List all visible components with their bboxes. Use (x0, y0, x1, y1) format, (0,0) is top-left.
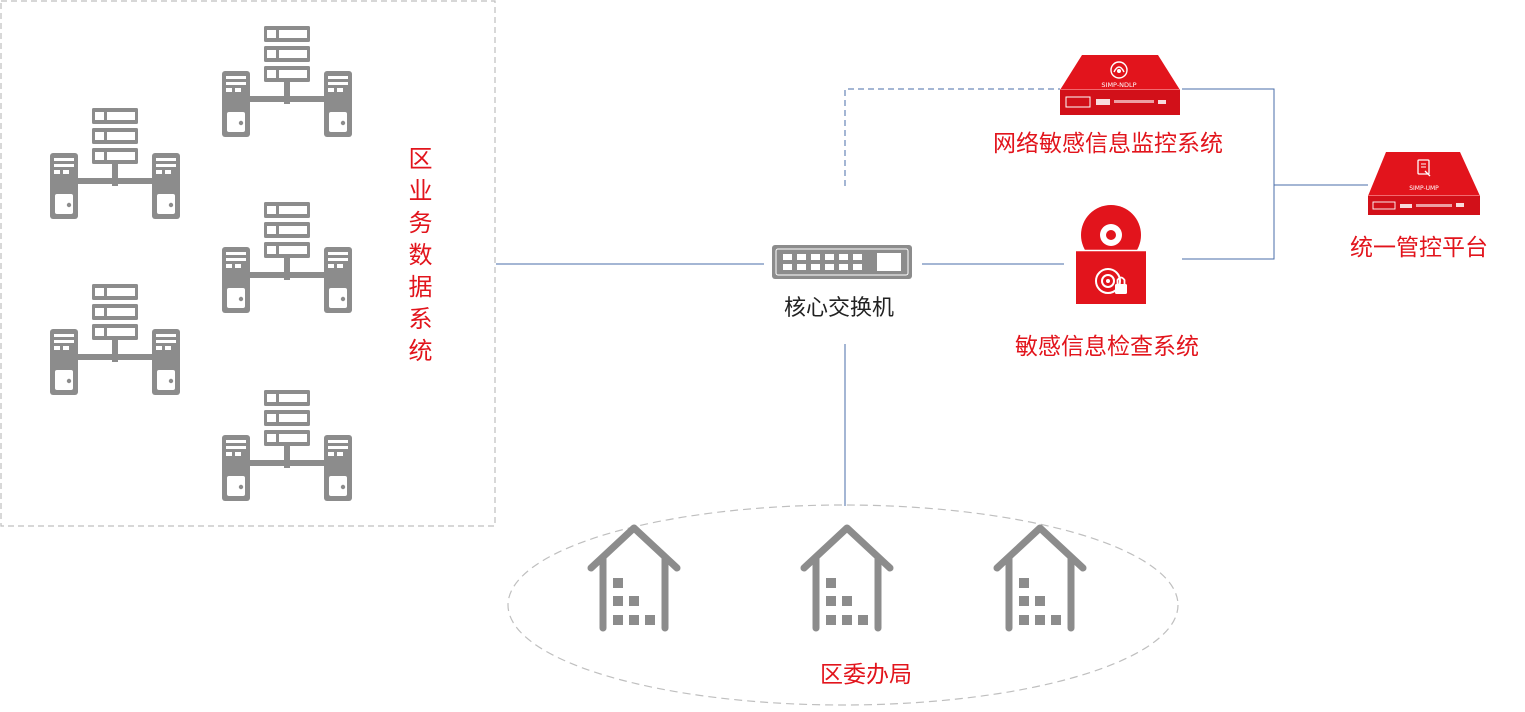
platform-model-label: SIMP-UMP (1409, 185, 1439, 192)
link-switch-to-monitor (844, 88, 1060, 186)
monitor-appliance-icon (1060, 55, 1180, 115)
inspection-system-label: 敏感信息检查系统 (1015, 334, 1199, 360)
server-cluster-icon (50, 284, 180, 395)
server-cluster-icon (50, 108, 180, 219)
server-cluster-icon (222, 26, 352, 137)
business-system-label: 区业务数据系统 (404, 146, 432, 370)
building-icon (804, 528, 890, 628)
management-platform-label: 统一管控平台 (1350, 235, 1488, 261)
platform-appliance-icon (1368, 152, 1480, 215)
network-monitor-label: 网络敏感信息监控系统 (993, 131, 1223, 157)
server-cluster-icon (222, 390, 352, 501)
monitor-model-label: SIMP-NDLP (1101, 81, 1136, 89)
switch-icon (772, 245, 912, 279)
business-zone-frame (0, 0, 496, 527)
offices-label: 区委办局 (820, 662, 912, 688)
building-icon (997, 528, 1083, 628)
server-cluster-icon (222, 202, 352, 313)
core-switch-label: 核心交换机 (784, 296, 895, 321)
inspection-device-icon (1076, 205, 1146, 304)
offices-zone-frame (507, 504, 1179, 706)
link-systems-bracket (1182, 88, 1275, 260)
building-icon (591, 528, 677, 628)
